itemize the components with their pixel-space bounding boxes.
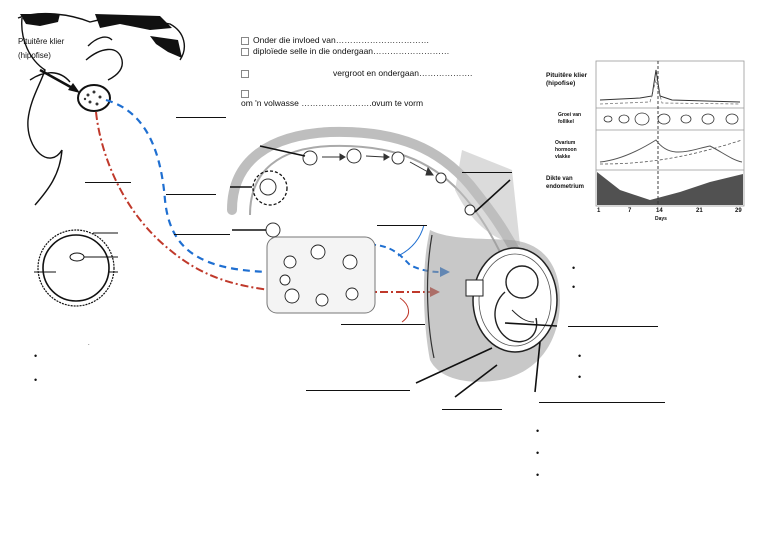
- statement-4-checkbox: [241, 88, 253, 98]
- blue-solid-line: [397, 224, 425, 257]
- tube-arrows: [322, 153, 434, 176]
- pointer-lines: [230, 145, 558, 398]
- dot-mark: .: [88, 341, 90, 347]
- chart-row-1-line2: (hipofise): [546, 80, 576, 87]
- brain-texture: [20, 14, 182, 58]
- chart-row-4-line2: endometrium: [546, 184, 585, 190]
- red-solid-curve: [399, 297, 409, 323]
- chart-row-4-line1: Dikte van: [546, 176, 573, 182]
- statement-1: Onder die invloed van……………………………: [241, 35, 429, 45]
- pituitary-label-line2: (hipofise): [18, 51, 51, 60]
- chart-xlabel: Days: [655, 216, 667, 222]
- bullet-right-lower-2: •: [578, 372, 582, 382]
- statement-3: vergroot en ondergaan……………….: [241, 68, 472, 78]
- answer-line-2[interactable]: [85, 182, 131, 183]
- chart-row-4-label: Dikte van endometrium: [546, 175, 584, 191]
- statement-1-text: Onder die invloed van……………………………: [253, 35, 430, 45]
- chart-row-3-line3: vlakke: [555, 154, 571, 160]
- bullet-right-mid-1: •: [572, 263, 576, 273]
- blue-hormone-path-2: [359, 243, 441, 273]
- red-hormone-path: [95, 111, 271, 291]
- checkbox-icon: [241, 89, 249, 98]
- pituitary-label-line1: Pituitêre klier: [18, 37, 65, 46]
- chart-row-1-line1: Pituitêre klier: [546, 72, 588, 79]
- chart-row-3-label: Ovarium hormoon vlakke: [555, 140, 577, 161]
- chart-row-2-line1: Groei van: [558, 112, 582, 118]
- tube-follicles: [259, 148, 476, 238]
- pituitary-pointer: [39, 68, 77, 92]
- chart-tick-29: 29: [735, 208, 742, 214]
- chart-row-2-label: Groei van follikel: [558, 112, 581, 126]
- statement-4-text: om 'n volwasse …………………….ovum te vorm: [241, 98, 424, 108]
- statement-2: diploïede selle in die ondergaan………………………: [241, 46, 450, 56]
- ovary-cells: [279, 244, 359, 307]
- chart-row-3-line2: hormoon: [555, 147, 577, 153]
- checkbox-icon: [241, 69, 249, 78]
- bullet-bottom-1: •: [536, 426, 540, 436]
- answer-line-5[interactable]: [377, 225, 427, 226]
- cycle-chart: [595, 60, 745, 207]
- chart-tick-21: 21: [696, 208, 703, 214]
- pituitary-pointer-head: [68, 83, 80, 93]
- statement-4: om 'n volwasse …………………….ovum te vorm: [241, 98, 423, 108]
- chart-row-2-line2: follikel: [558, 119, 574, 125]
- blue-hormone-path: [105, 98, 271, 274]
- answer-line-7[interactable]: [341, 324, 425, 325]
- bullet-bottom-3: •: [536, 470, 540, 480]
- bullet-left-2: •: [34, 375, 38, 385]
- answer-line-11[interactable]: [539, 402, 665, 403]
- chart-tick-7: 7: [628, 208, 632, 214]
- bullet-bottom-2: •: [536, 448, 540, 458]
- chart-tick-1: 1: [597, 208, 601, 214]
- pituitary-label: Pituitêre klier (hipofise): [18, 37, 64, 61]
- answer-line-9[interactable]: [306, 390, 410, 391]
- pituitary-gland: [77, 84, 111, 112]
- chart-tick-14: 14: [656, 208, 663, 214]
- statement-2-text: diploïede selle in die ondergaan………………………: [253, 46, 450, 56]
- checkbox-icon: [241, 36, 249, 45]
- ovum: [37, 229, 115, 307]
- bullet-right-lower-1: •: [578, 351, 582, 361]
- bullet-right-mid-2: •: [572, 282, 576, 292]
- chart-row-1-label: Pituitêre klier (hipofise): [546, 72, 587, 88]
- statement-3-text: vergroot en ondergaan……………….: [333, 68, 473, 78]
- answer-line-10[interactable]: [442, 409, 502, 410]
- answer-line-8[interactable]: [568, 326, 658, 327]
- fetus: [472, 247, 558, 353]
- answer-line-4[interactable]: [174, 234, 230, 235]
- label-box: [465, 279, 484, 297]
- checkbox-icon: [241, 47, 249, 56]
- answer-line-1[interactable]: [176, 117, 226, 118]
- dashed-focus-circle: [252, 170, 288, 206]
- answer-line-6[interactable]: [462, 172, 512, 173]
- pituitary-dots: [83, 90, 102, 106]
- chart-row-3-line1: Ovarium: [555, 140, 576, 146]
- bullet-left-1: •: [34, 351, 38, 361]
- answer-line-3[interactable]: [166, 194, 216, 195]
